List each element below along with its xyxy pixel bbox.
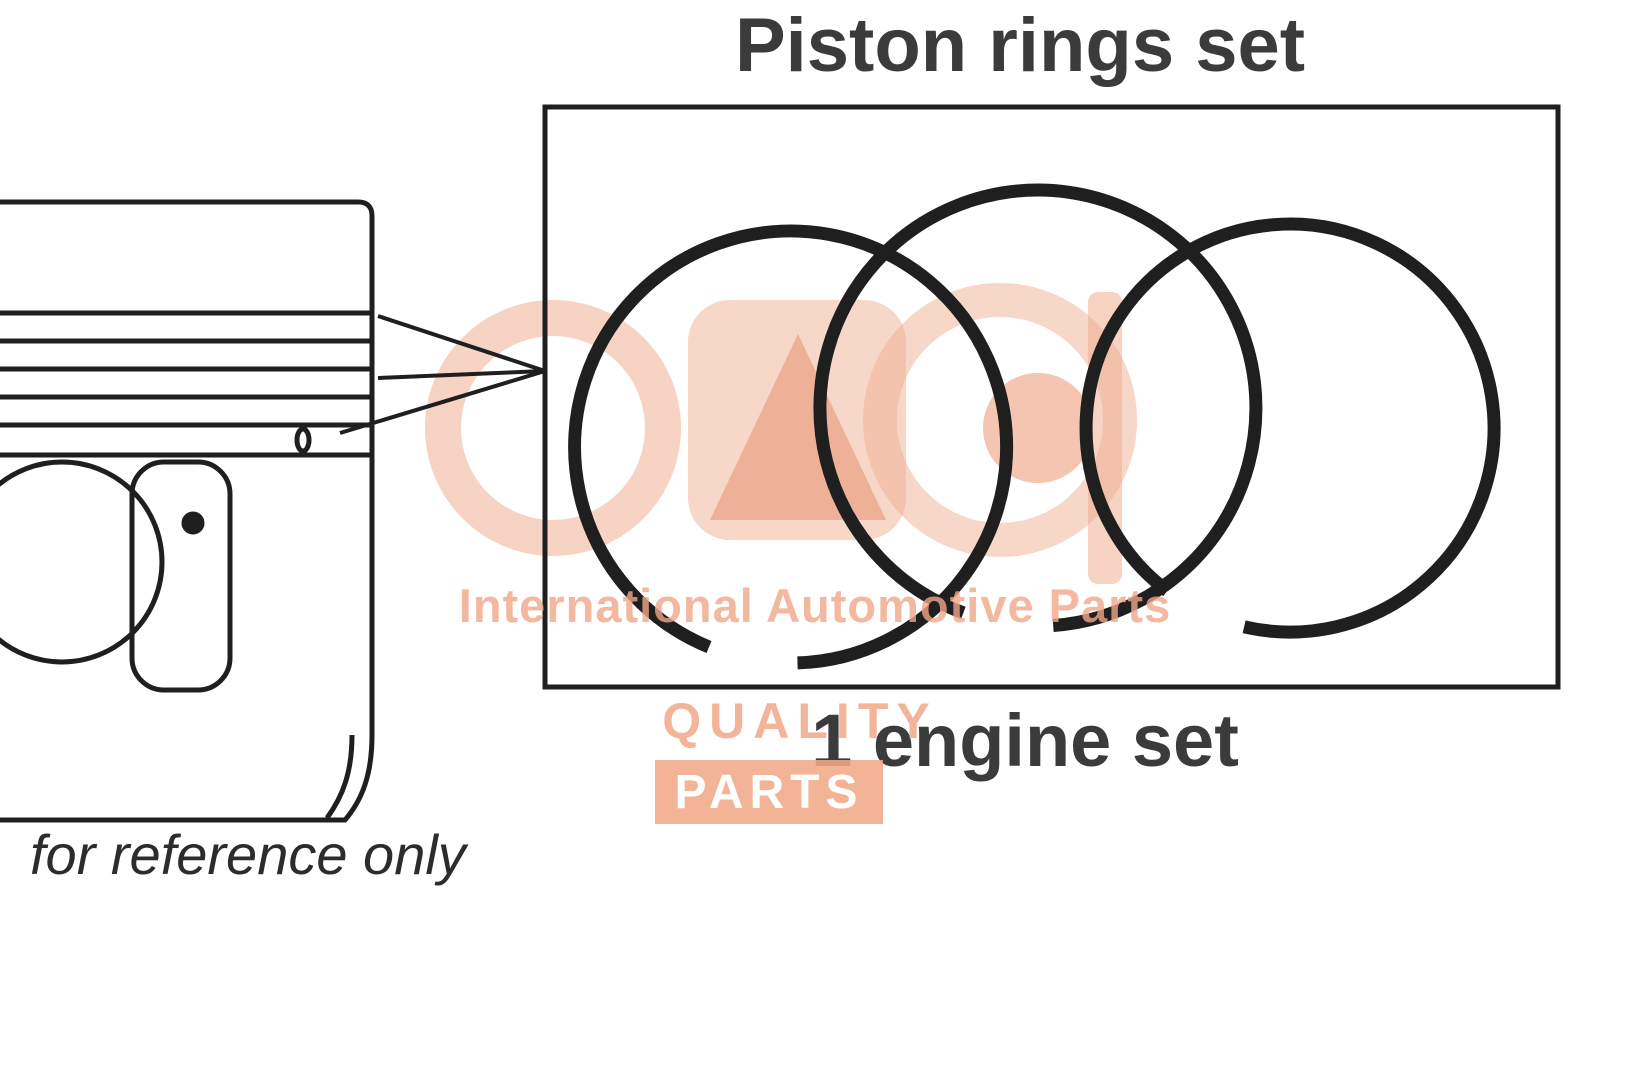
piston-pin-bore: [0, 459, 165, 665]
pointer-line-middle: [377, 369, 546, 380]
piston-skirt-inner-curve: [324, 734, 355, 820]
watermark-logo-i-ring: [425, 300, 681, 556]
piston-pin-boss: [129, 459, 233, 693]
watermark-logo-a-triangle: [710, 334, 886, 520]
piston-crown-outline: [0, 199, 375, 455]
piston-skirt-outline: [0, 455, 375, 823]
piston-illustration: [0, 199, 375, 823]
pointer-line-top: [377, 314, 546, 373]
piston-oil-hole: [294, 426, 312, 454]
piston-pin-boss-dot: [181, 511, 205, 535]
piston-ring-1: [568, 224, 1014, 670]
piston-ring-2: [813, 183, 1263, 632]
pointer-lines: [339, 314, 546, 435]
rings-box: [542, 104, 1561, 690]
piston-rings-set: [568, 183, 1501, 670]
pointer-line-bottom: [339, 369, 546, 435]
piston-ring-3: [1079, 217, 1501, 639]
